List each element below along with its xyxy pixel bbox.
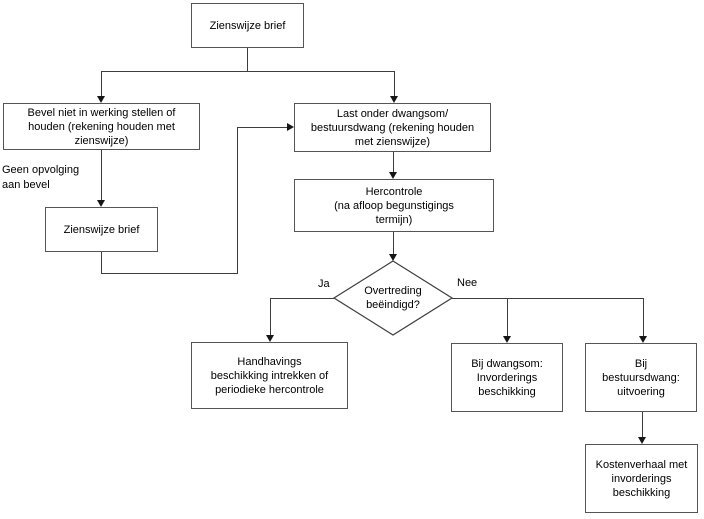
label-nee: Nee: [457, 277, 478, 289]
edge-loop-horizontal: [101, 273, 238, 274]
arrowhead-loop-into-last-onder: [287, 123, 294, 131]
node-zienswijze-brief-2: Zienswijze brief: [45, 207, 158, 252]
decision-diamond: [332, 260, 454, 336]
arrowhead-into-hercontrole: [389, 172, 397, 179]
arrowhead-into-dwangsom: [503, 336, 511, 343]
node-kostenverhaal: Kostenverhaal met invorderings beschikki…: [585, 444, 698, 513]
edge-split-to-bevel: [101, 71, 102, 96]
edge-nee-horizontal: [452, 298, 644, 299]
edge-loop-into-last-onder: [237, 127, 287, 128]
edge-split-to-last-onder: [394, 71, 395, 96]
node-hercontrole: Hercontrole (na afloop begunstigings ter…: [294, 179, 494, 232]
edge-ja-horizontal: [270, 298, 334, 299]
arrowhead-into-zienswijze2: [97, 200, 105, 207]
edge-nee-to-dwangsom: [507, 298, 508, 336]
node-bij-dwangsom: Bij dwangsom: Invorderings beschikking: [451, 343, 563, 412]
label-geen-opvolging-aan-bevel: Geen opvolging aan bevel: [2, 164, 80, 191]
edge-loop-down: [101, 252, 102, 273]
label-ja: Ja: [318, 278, 330, 290]
edge-hercontrole-to-decision: [393, 232, 394, 254]
edge-bevel-to-zienswijze2: [101, 150, 102, 200]
arrowhead-into-last-onder: [390, 96, 398, 103]
diamond-shape: [332, 260, 454, 336]
edge-bestuursdwang-to-kostenverhaal: [642, 412, 643, 437]
arrowhead-into-kostenverhaal: [638, 437, 646, 444]
edge-top-split-horizontal: [101, 71, 395, 72]
edge-nee-to-bestuursdwang: [643, 298, 644, 336]
node-bevel-niet-in-werking: Bevel niet in werking stellen of houden …: [3, 103, 200, 150]
edge-top-box-stem: [247, 48, 248, 71]
edge-ja-down: [270, 298, 271, 335]
arrowhead-into-bevel: [97, 96, 105, 103]
node-overtreding-beeindigd: Overtreding beëindigd?: [364, 285, 422, 311]
arrowhead-into-decision: [389, 254, 397, 261]
arrowhead-into-handhaving: [266, 335, 274, 342]
edge-loop-up: [237, 127, 238, 274]
node-zienswijze-brief-top: Zienswijze brief: [191, 3, 304, 48]
edge-lastonder-to-hercontrole: [393, 152, 394, 172]
node-bij-bestuursdwang: Bij bestuursdwang: uitvoering: [585, 343, 697, 412]
node-handhavings-beschikking: Handhavings beschikking intrekken of per…: [191, 342, 348, 409]
node-last-onder-dwangsom: Last onder dwangsom/ bestuursdwang (reke…: [294, 103, 491, 152]
arrowhead-into-bestuursdwang: [639, 336, 647, 343]
